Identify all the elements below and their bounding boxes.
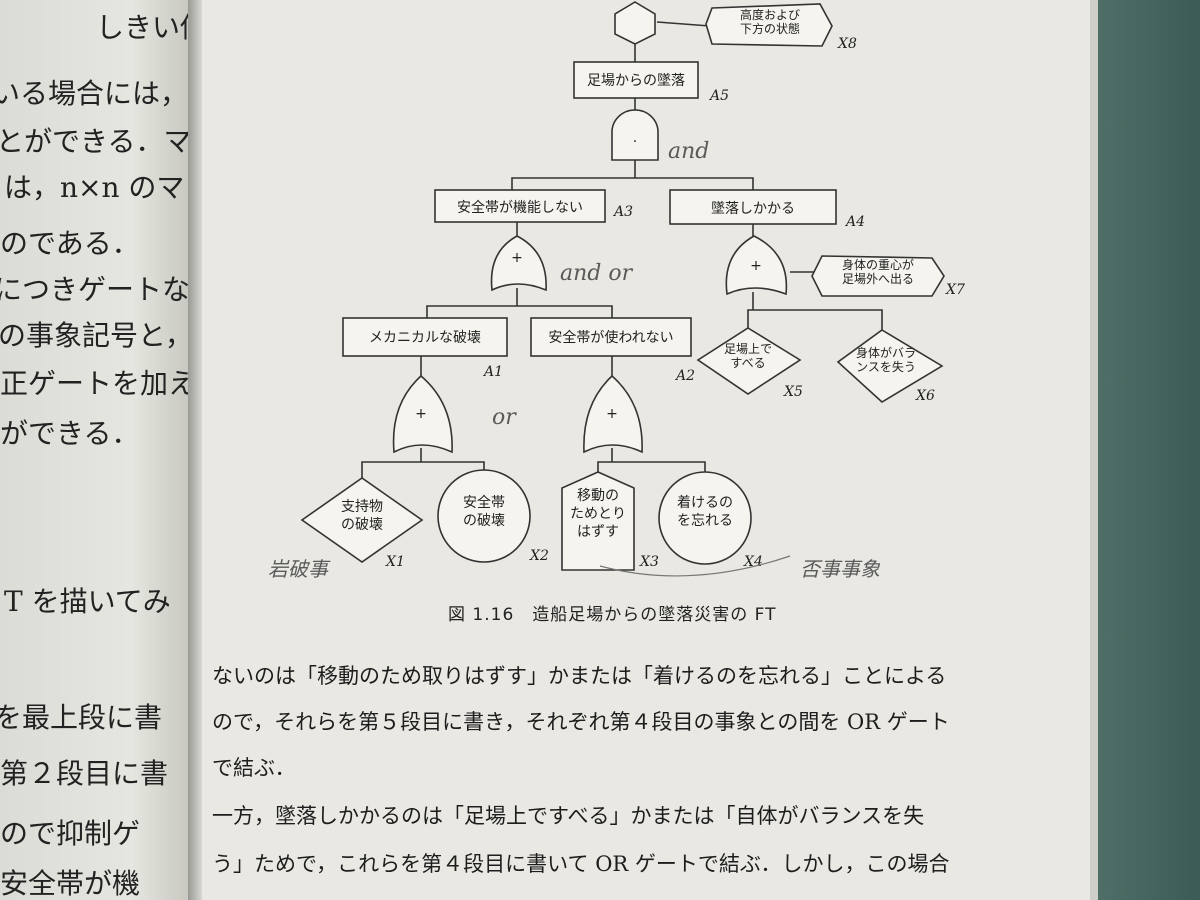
node-x4-label: 着けるのを忘れる [677,495,733,529]
left-text-line: につきゲートなど [0,273,188,306]
node-x2-id: X2 [529,548,549,564]
node-x8-label: 高度および下方の状態 [740,7,800,36]
left-text-line: のである． [0,227,140,260]
x5-basic-event: 足場上ですべる X5 [696,327,803,400]
figure-caption: 図 1.16 造船足場からの墜落災害の FT [448,605,777,625]
node-x2-label: 安全帯の破壊 [463,494,505,529]
node-x6-label: 身体がバランスを失う [856,345,916,374]
or-gate-symbol: + [511,250,523,266]
x7-conditioning-event: 身体の重心が足場外へ出る X7 [811,255,965,298]
x2-basic-event: 安全帯の破壊 X2 [437,469,549,564]
node-a4-label: 墜落しかかる [711,201,795,217]
body-text-line: 一方，墜落しかかるのは「足場上ですべる」かまたは「自体がバランスを失 [212,804,925,828]
node-x8-id: X8 [837,36,857,52]
or-gate-symbol: + [606,406,618,422]
book-cover-edge [1090,0,1200,900]
x3-house-event: 移動のためとりはずす X3 [561,471,659,571]
or-gate: + [392,374,453,454]
left-text-line: ができる． [0,417,140,450]
or-gate-symbol: + [750,258,762,274]
body-text-line: で結ぶ． [212,756,296,780]
a3-event: 安全帯が機能しない A3 [434,189,633,223]
x4-basic-event: 着けるのを忘れる X4 [658,471,763,570]
left-page: しきい値に いる場合には，行 とができる．マト は，n×n のマト のである． … [0,0,188,900]
node-a3-id: A3 [612,204,633,220]
and-gate-symbol: · [633,134,637,150]
left-text-line: しきい値に [96,11,188,44]
a2-event: 安全帯が使われない A2 [530,317,695,384]
handwritten-note: 岩破事 [268,557,331,581]
left-text-line: を最上段に書 [0,701,163,734]
handwritten-note: and or [560,261,634,286]
node-a2-id: A2 [674,368,695,384]
tree-connectors [361,21,883,478]
a5-top-event: 足場からの墜落 A5 [573,61,729,104]
node-a2-label: 安全帯が使われない [548,329,673,346]
handwritten-annotations: and and or or 岩破事 否事事象 [268,139,881,581]
left-text-line: いる場合には，行 [0,77,188,110]
handwritten-note: or [492,405,517,430]
and-gate: · [611,109,659,161]
left-text-line: 安全帯が機 [0,867,141,900]
x1-basic-event: 支持物の破壊 X1 [300,477,424,570]
node-a5-label: 足場からの墜落 [587,73,685,89]
left-text-line: は，n×n のマト [4,171,188,204]
book-gutter [188,0,202,900]
node-a4-id: A4 [844,214,865,230]
x8-undeveloped-event: 高度および下方の状態 X8 [614,1,857,52]
node-x7-label: 身体の重心が足場外へ出る [842,257,914,286]
node-x5-label: 足場上ですべる [724,342,772,370]
left-text-line: とができる．マト [0,125,188,158]
node-x4-id: X4 [743,554,763,570]
node-a1-label: メカニカルな破壊 [369,330,481,346]
or-gate-symbol: + [415,406,427,422]
node-x3-id: X3 [639,554,659,570]
a1-event: メカニカルな破壊 A1 [342,317,508,380]
left-text-line: 第２段目に書 [0,757,169,790]
node-a1-id: A1 [482,364,503,380]
or-gate: + [490,235,547,292]
handwritten-note: and [668,139,709,164]
body-text-line: ので，それらを第５段目に書き，それぞれ第４段目の事象との間を OR ゲート [212,710,950,734]
x6-basic-event: 身体がバランスを失う X6 [836,329,944,404]
node-x3-label: 移動のためとりはずす [570,488,626,540]
node-a5-id: A5 [708,88,729,104]
node-x6-id: X6 [915,388,935,404]
a4-event: 墜落しかかる A4 [669,189,865,230]
node-a3-label: 安全帯が機能しない [457,199,583,216]
node-x1-label: 支持物の破壊 [341,499,383,533]
node-x1-id: X1 [385,554,405,570]
body-text-line: う」ためで，これらを第４段目に書いて OR ゲートで結ぶ．しかし，この場合 [212,852,950,876]
body-text-line: ないのは「移動のため取りはずす」かまたは「着けるのを忘れる」ことによる [212,664,947,688]
node-x5-id: X5 [783,384,803,400]
left-text-line: ので抑制ゲ [0,817,141,850]
node-x7-id: X7 [945,282,965,298]
left-text-line: の事象記号と， [0,319,188,352]
or-gate: + [583,374,643,454]
handwritten-note: 否事事象 [800,557,881,581]
left-text-line: T を描いてみ [4,585,171,618]
or-gate: + [725,235,788,296]
left-text-line: 正ゲートを加え [0,367,188,400]
